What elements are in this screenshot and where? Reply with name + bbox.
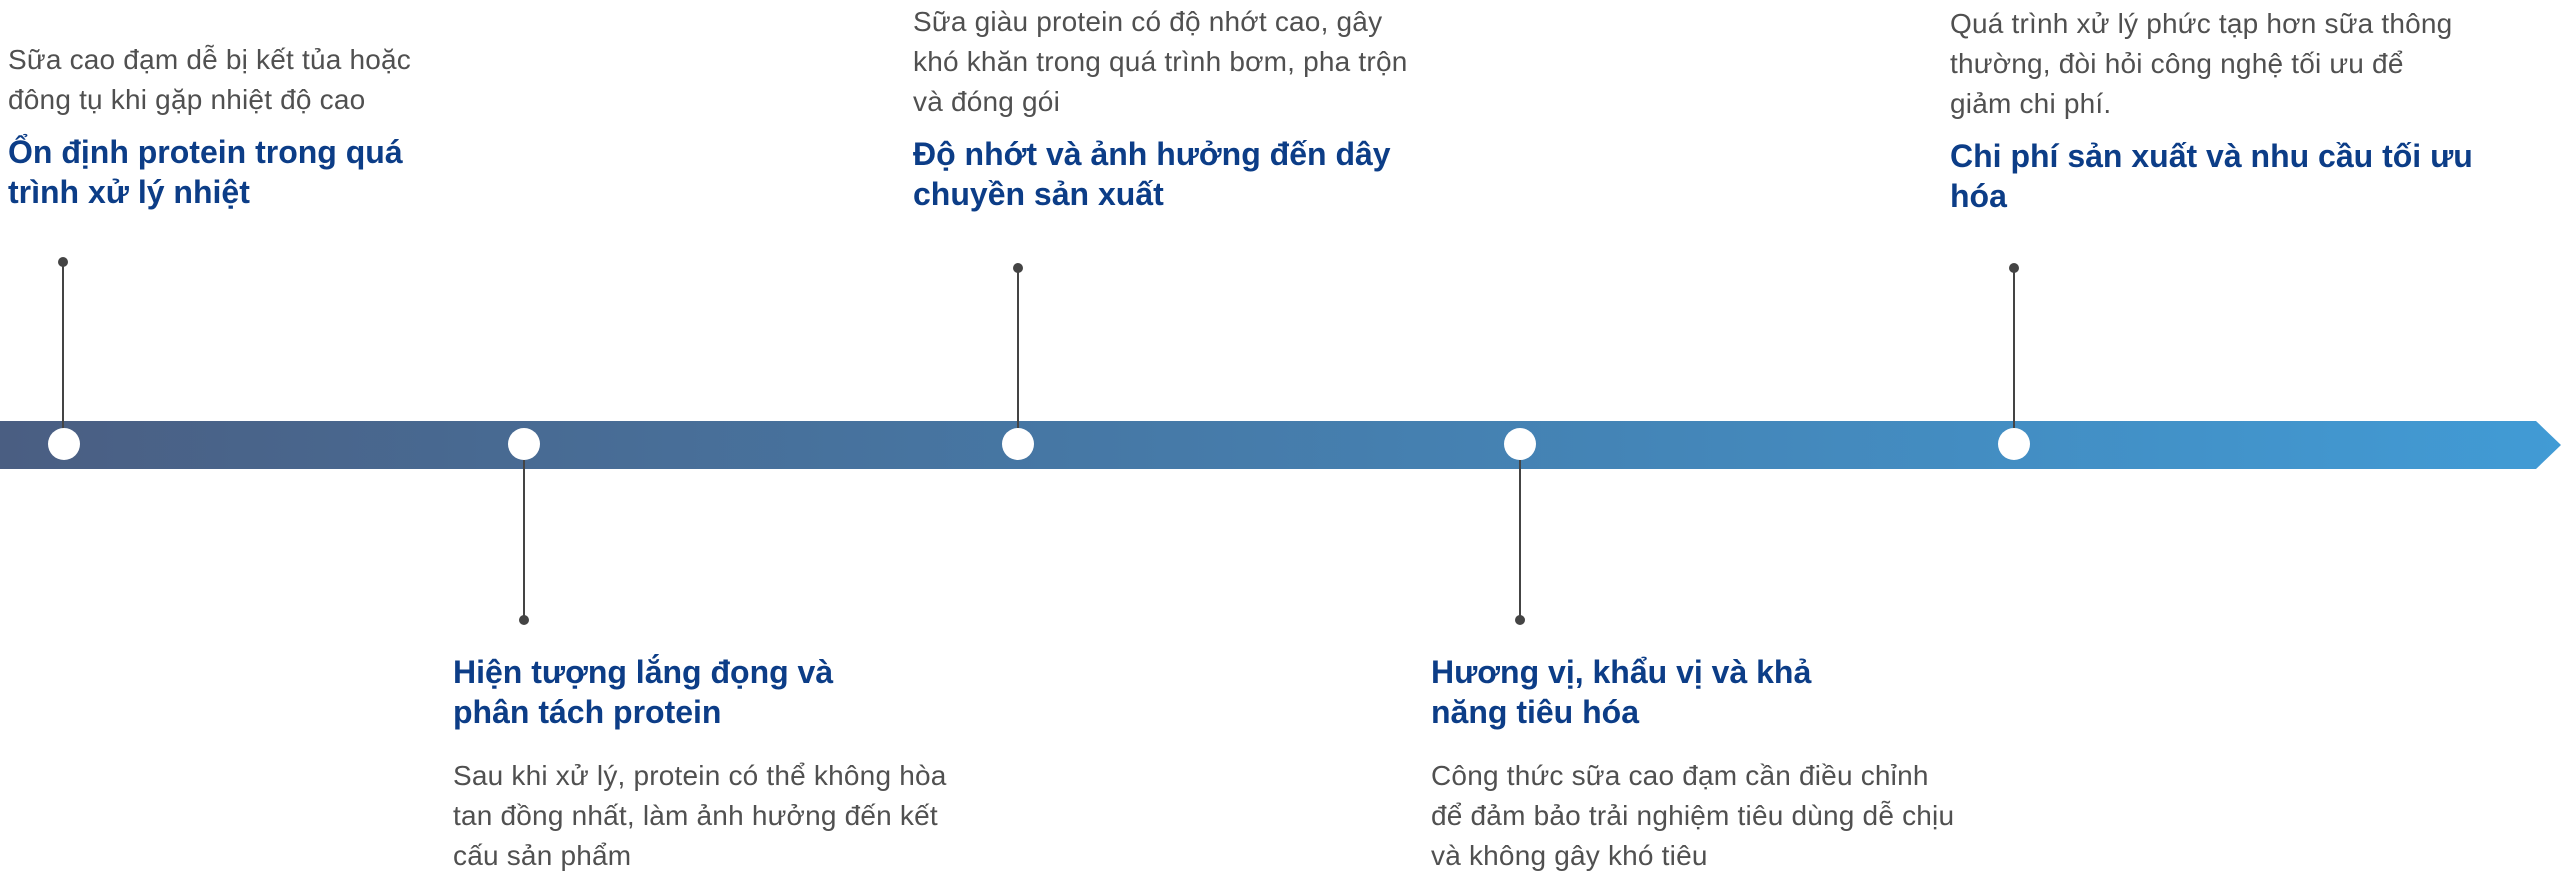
connector-line-3 xyxy=(1017,268,1019,428)
connector-knob-5 xyxy=(2009,263,2019,273)
timeline-arrow xyxy=(0,421,2561,469)
milestone-5-description: Quá trình xử lý phức tạp hơn sữa thông t… xyxy=(1950,8,2453,119)
milestone-node-3 xyxy=(1002,428,1034,460)
milestone-3: Sữa giàu protein có độ nhớt cao, gây khó… xyxy=(913,2,1433,214)
connector-knob-4 xyxy=(1515,615,1525,625)
connector-line-2 xyxy=(523,460,525,620)
connector-line-1 xyxy=(62,262,64,428)
connector-knob-1 xyxy=(58,257,68,267)
connector-knob-3 xyxy=(1013,263,1023,273)
connector-knob-2 xyxy=(519,615,529,625)
milestone-1: Sữa cao đạm dễ bị kết tủa hoặc đông tụ k… xyxy=(8,40,478,212)
milestone-3-description: Sữa giàu protein có độ nhớt cao, gây khó… xyxy=(913,6,1408,117)
milestone-5-title: Chi phí sản xuất và nhu cầu tối ưu hóa xyxy=(1950,138,2473,214)
milestone-1-title: Ổn định protein trong quá trình xử lý nh… xyxy=(8,134,403,210)
milestone-2: Hiện tượng lắng đọng và phân tách protei… xyxy=(453,652,973,876)
milestone-3-title: Độ nhớt và ảnh hưởng đến dây chuyền sản … xyxy=(913,136,1391,212)
milestone-1-description: Sữa cao đạm dễ bị kết tủa hoặc đông tụ k… xyxy=(8,44,411,115)
milestone-node-1 xyxy=(48,428,80,460)
connector-line-4 xyxy=(1519,460,1521,620)
milestone-2-description: Sau khi xử lý, protein có thể không hòa … xyxy=(453,760,947,871)
connector-line-5 xyxy=(2013,268,2015,428)
milestone-4: Hương vị, khẩu vị và khả năng tiêu hóa C… xyxy=(1431,652,1971,876)
milestone-node-2 xyxy=(508,428,540,460)
milestone-4-title: Hương vị, khẩu vị và khả năng tiêu hóa xyxy=(1431,654,1812,730)
milestone-node-5 xyxy=(1998,428,2030,460)
milestone-4-description: Công thức sữa cao đạm cần điều chỉnh để … xyxy=(1431,760,1955,871)
milestone-2-title: Hiện tượng lắng đọng và phân tách protei… xyxy=(453,654,834,730)
milestone-5: Quá trình xử lý phức tạp hơn sữa thông t… xyxy=(1950,4,2510,216)
milestone-node-4 xyxy=(1504,428,1536,460)
timeline-arrow-shape xyxy=(0,421,2561,469)
